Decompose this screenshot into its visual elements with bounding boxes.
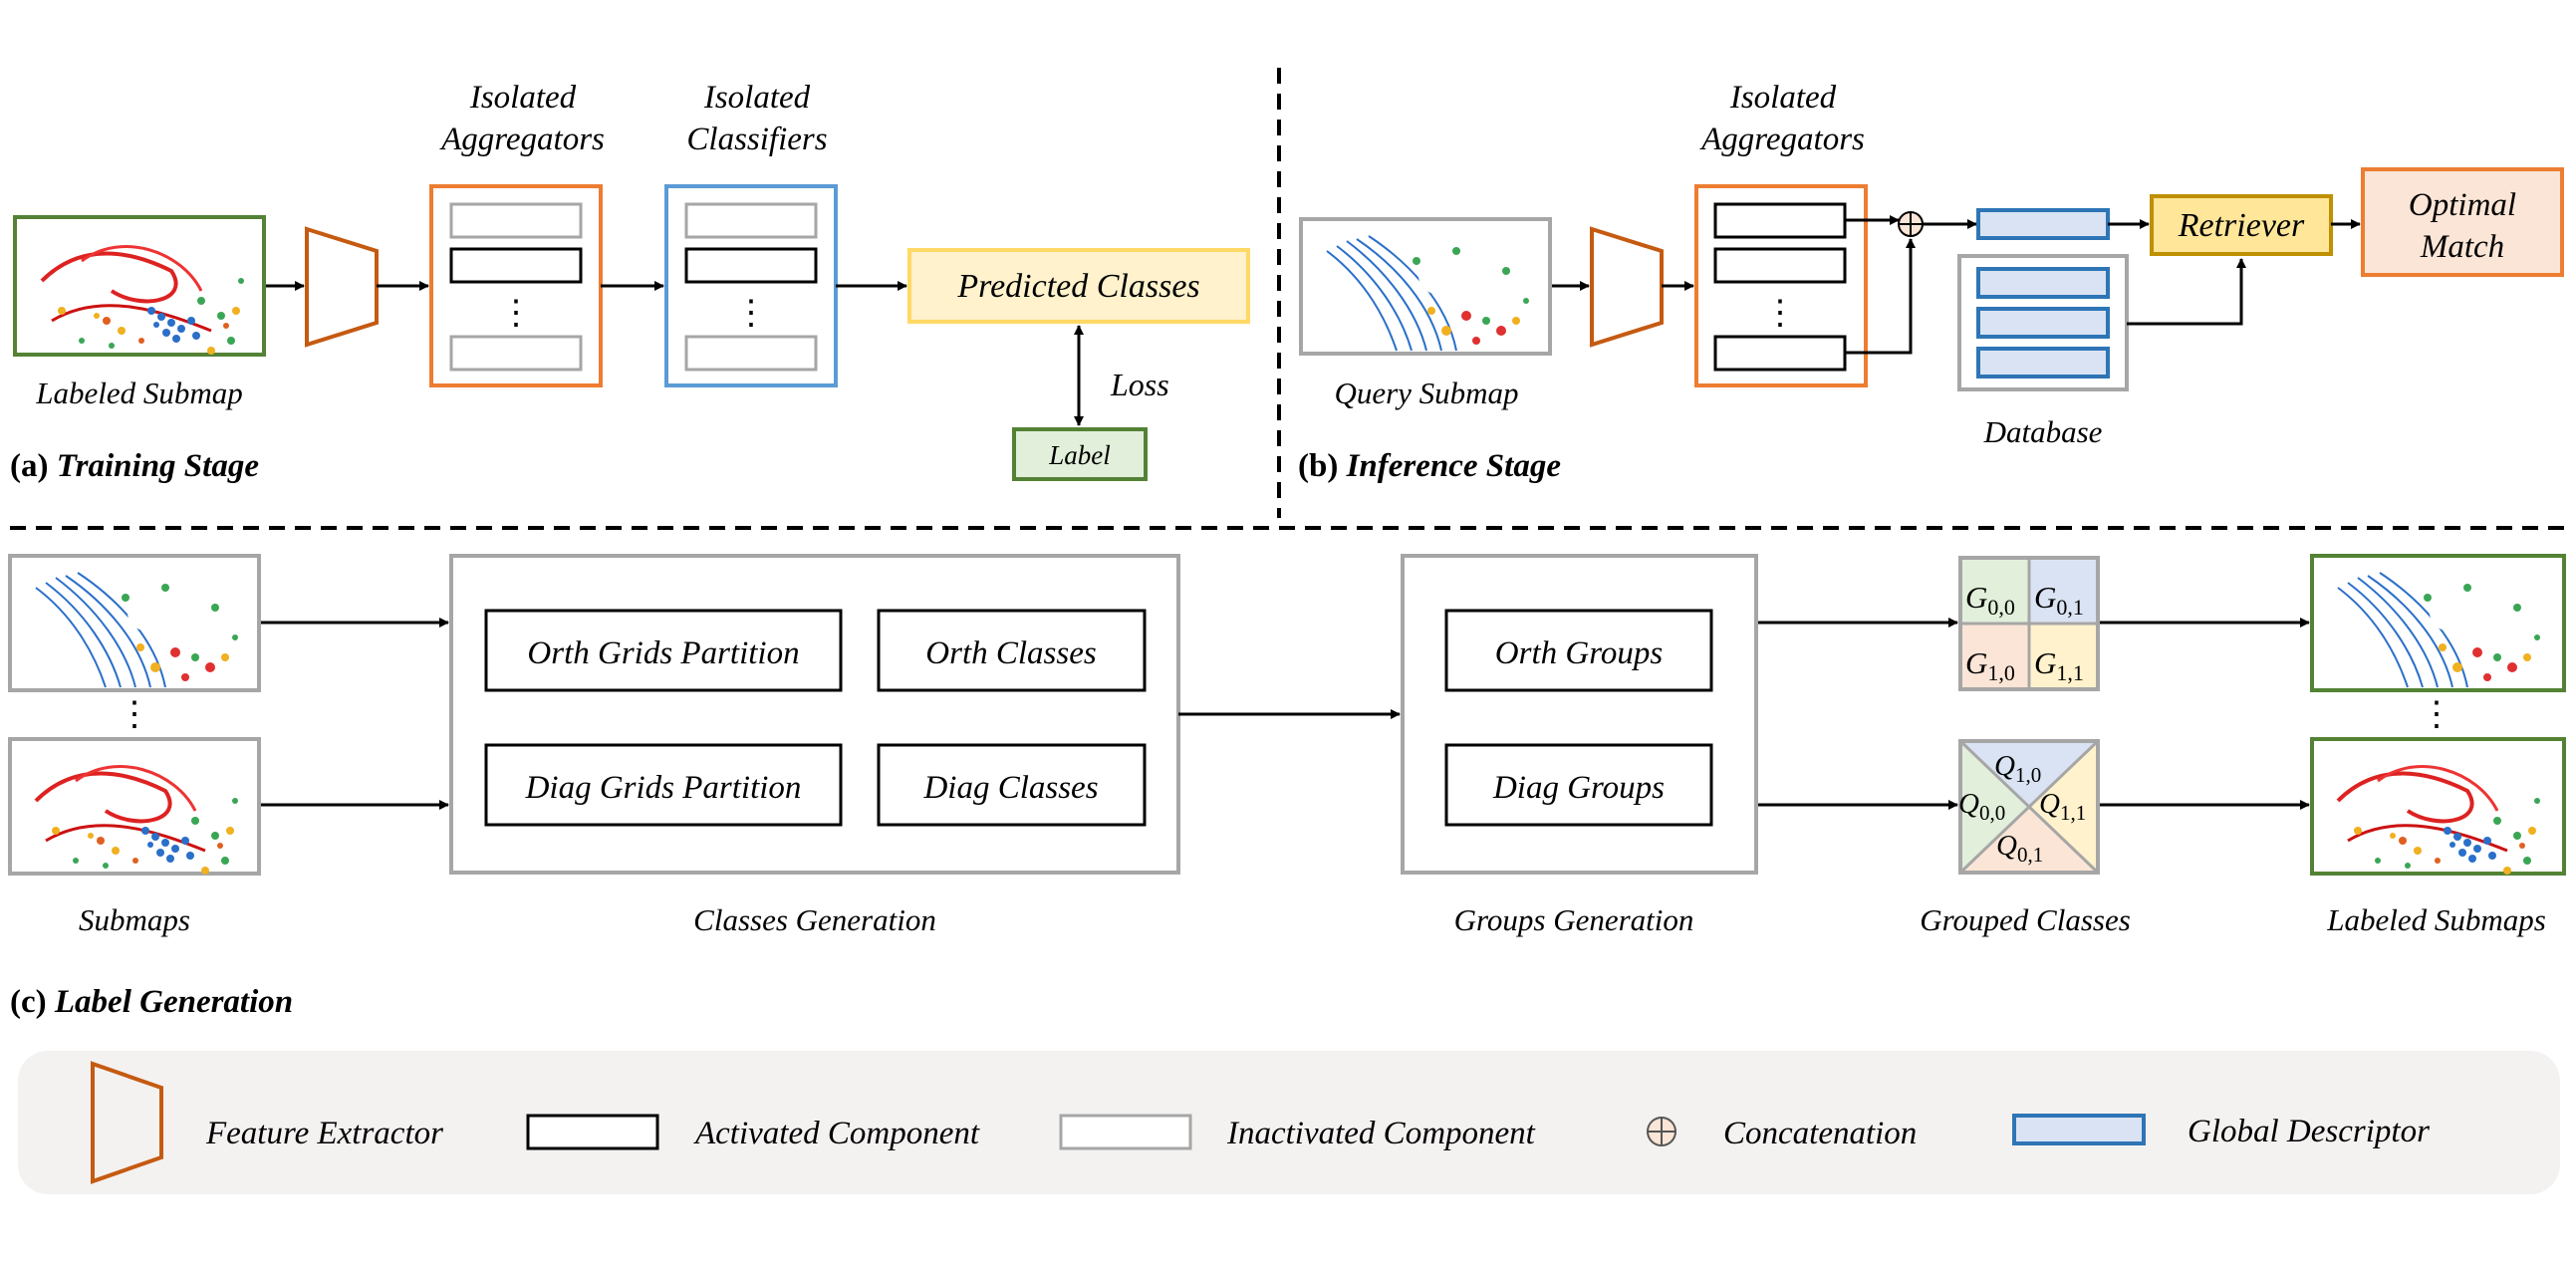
database-box (1957, 254, 2129, 391)
svg-text:⋮: ⋮ (1763, 295, 1797, 332)
g-cell: G1,1 (2034, 645, 2084, 685)
orth-grouped-classes-grid: G0,0 G0,1 G1,0 G1,1 (1958, 556, 2100, 691)
label-box: Label (1012, 427, 1148, 481)
inactivated-component-icon (1059, 1114, 1192, 1150)
labeled-submaps-ellipsis: ⋮ (2420, 696, 2453, 733)
isolated-classifiers-box: ⋮ (664, 184, 838, 387)
concatenation-icon (1647, 1117, 1676, 1146)
inference-aggregators-title-line1: Isolated (1729, 80, 1837, 116)
submap-image-top (8, 554, 261, 692)
labeled-submap-image-bottom (2310, 737, 2566, 877)
isolated-aggregators-box: ⋮ (429, 184, 603, 387)
svg-text:Match: Match (2420, 229, 2504, 265)
legend-inactivated-component: Inactivated Component (1226, 1116, 1536, 1151)
q-cell: Q0,0 (1958, 788, 2005, 825)
orth-grids-partition: Orth Grids Partition (527, 635, 799, 671)
diag-grouped-classes-grid: Q1,0 Q0,0 Q1,1 Q0,1 (1958, 739, 2100, 875)
svg-text:Optimal: Optimal (2409, 187, 2516, 223)
svg-text:⋮: ⋮ (499, 295, 533, 332)
legend-concatenation: Concatenation (1723, 1116, 1917, 1151)
global-descriptor-icon (2012, 1114, 2146, 1145)
query-submap-caption: Query Submap (1334, 376, 1518, 410)
orth-classes: Orth Classes (925, 635, 1096, 671)
aggregators-title-line1: Isolated (469, 80, 577, 116)
groups-generation-box: Orth Groups Diag Groups (1401, 554, 1758, 875)
query-global-descriptor (1976, 208, 2110, 240)
concatenation-icon (1898, 211, 1924, 237)
grouped-classes-caption: Grouped Classes (1920, 902, 2131, 937)
classifiers-title-line1: Isolated (703, 80, 811, 116)
predicted-classes-box: Predicted Classes (907, 248, 1250, 324)
classifiers-title-line2: Classifiers (686, 122, 827, 157)
legend: Feature Extractor Activated Component In… (18, 1051, 2560, 1194)
svg-text:⋮: ⋮ (734, 295, 768, 332)
labeled-submap-image (13, 215, 266, 357)
feature-extractor-icon (305, 226, 379, 348)
inference-aggregators-box: ⋮ (1694, 184, 1868, 387)
diag-groups: Diag Groups (1492, 770, 1665, 806)
q-cell: Q1,1 (2039, 788, 2086, 825)
svg-text:Label: Label (1048, 440, 1111, 470)
submaps-caption: Submaps (79, 902, 190, 937)
training-stage: Labeled Submap Isolated Aggregators ⋮ Is… (10, 80, 1250, 484)
label-generation-stage: ⋮ Submaps Orth Grids Partition Orth Clas… (8, 554, 2566, 1020)
feature-extractor-icon (1590, 226, 1664, 348)
inference-stage: Query Submap Isolated Aggregators ⋮ Retr… (1298, 80, 2564, 484)
loss-label: Loss (1110, 367, 1169, 402)
query-submap-image (1299, 217, 1552, 356)
diag-classes: Diag Classes (922, 770, 1098, 806)
q-cell: Q1,0 (1994, 750, 2041, 787)
database-caption: Database (1983, 414, 2103, 449)
groups-generation-caption: Groups Generation (1454, 902, 1694, 937)
legend-activated-component: Activated Component (693, 1116, 980, 1151)
submap-image-bottom (8, 737, 261, 877)
svg-text:Retriever: Retriever (2178, 207, 2305, 244)
activated-component-icon (526, 1114, 659, 1150)
label-generation-caption: (c) Label Generation (10, 984, 293, 1020)
inference-aggregators-title-line2: Aggregators (1699, 122, 1865, 157)
g-cell: G0,1 (2034, 580, 2084, 620)
submaps-ellipsis: ⋮ (118, 696, 151, 733)
labeled-submap-caption: Labeled Submap (35, 376, 243, 410)
g-cell: G0,0 (1965, 580, 2015, 620)
classes-generation-box: Orth Grids Partition Orth Classes Diag G… (449, 554, 1180, 875)
classes-generation-caption: Classes Generation (693, 902, 936, 937)
retriever-box: Retriever (2150, 194, 2333, 256)
feature-extractor-icon (91, 1061, 163, 1184)
svg-text:Predicted Classes: Predicted Classes (956, 268, 1199, 305)
legend-global-descriptor: Global Descriptor (2188, 1114, 2430, 1149)
training-stage-caption: (a) Training Stage (10, 448, 259, 484)
diag-grids-partition: Diag Grids Partition (525, 770, 802, 806)
labeled-submaps-caption: Labeled Submaps (2326, 902, 2546, 937)
optimal-match-box: Optimal Match (2361, 167, 2564, 277)
g-cell: G1,0 (1965, 645, 2015, 685)
q-cell: Q0,1 (1996, 830, 2043, 867)
aggregators-title-line2: Aggregators (439, 122, 605, 157)
orth-groups: Orth Groups (1495, 635, 1663, 671)
inference-stage-caption: (b) Inference Stage (1298, 448, 1561, 484)
labeled-submap-image-top (2310, 554, 2566, 692)
legend-feature-extractor: Feature Extractor (205, 1116, 443, 1151)
